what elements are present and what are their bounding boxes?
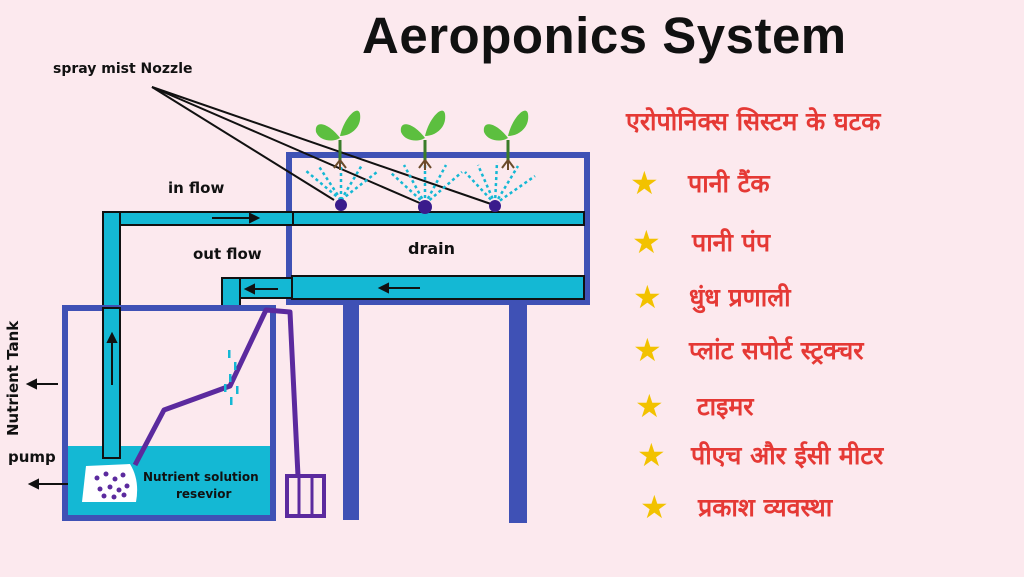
nozzle-pointers xyxy=(151,86,492,205)
nozzle-label: spray mist Nozzle xyxy=(53,61,193,77)
star-icon: ★ xyxy=(640,488,669,526)
outflow-drops xyxy=(224,350,239,405)
drain-label: drain xyxy=(408,239,456,258)
power-plug xyxy=(285,474,326,518)
inflow-pipe-horizontal xyxy=(102,211,294,226)
star-icon: ★ xyxy=(637,436,666,474)
solution-label-line1: Nutrient solution xyxy=(143,470,259,484)
drain-pipe xyxy=(291,275,585,300)
star-icon: ★ xyxy=(630,164,659,202)
mist-sprays xyxy=(304,161,536,206)
component-item: ★ पानी पंप xyxy=(632,225,770,259)
page-title: Aeroponics System xyxy=(362,7,847,64)
support-leg-left xyxy=(343,303,359,520)
pump-body xyxy=(82,464,138,502)
solution-label-line2: resevior xyxy=(176,487,232,501)
component-item: ★ पीएच और ईसी मीटर xyxy=(637,438,883,472)
component-label: पीएच और ईसी मीटर xyxy=(691,441,884,470)
component-label: धुंध प्रणाली xyxy=(689,283,791,312)
component-label: पानी टैंक xyxy=(688,169,770,198)
support-leg-right xyxy=(509,303,527,523)
star-icon: ★ xyxy=(632,223,661,261)
flow-arrows xyxy=(25,212,420,490)
component-item: ★ पानी टैंक xyxy=(630,166,770,200)
component-label: टाइमर xyxy=(697,392,754,421)
component-label: पानी पंप xyxy=(692,228,771,257)
nutrient-tank-label: Nutrient Tank xyxy=(4,320,22,436)
component-item: ★ प्रकाश व्यवस्था xyxy=(640,490,832,524)
component-item: ★ धुंध प्रणाली xyxy=(633,280,791,314)
component-item: ★ प्लांट सपोर्ट स्ट्रक्चर xyxy=(633,333,864,367)
components-heading: एरोपोनिक्स सिस्टम के घटक xyxy=(626,107,881,136)
component-label: प्लांट सपोर्ट स्ट्रक्चर xyxy=(689,336,864,365)
star-icon: ★ xyxy=(633,331,662,369)
plant-3 xyxy=(483,110,529,170)
nozzle-2 xyxy=(418,200,432,214)
nozzle-3 xyxy=(489,200,501,212)
component-label: प्रकाश व्यवस्था xyxy=(698,493,833,522)
plant-1 xyxy=(315,110,361,170)
inflow-pipe xyxy=(291,211,585,226)
plant-2 xyxy=(400,110,446,170)
nozzle-1 xyxy=(335,199,347,211)
power-cord xyxy=(132,307,301,477)
pump-dots xyxy=(94,471,130,500)
pump-label: pump xyxy=(8,448,56,466)
in-flow-label: in flow xyxy=(168,179,225,197)
out-flow-label: out flow xyxy=(193,245,262,263)
star-icon: ★ xyxy=(635,387,664,425)
component-item: ★ टाइमर xyxy=(635,389,754,423)
star-icon: ★ xyxy=(633,278,662,316)
